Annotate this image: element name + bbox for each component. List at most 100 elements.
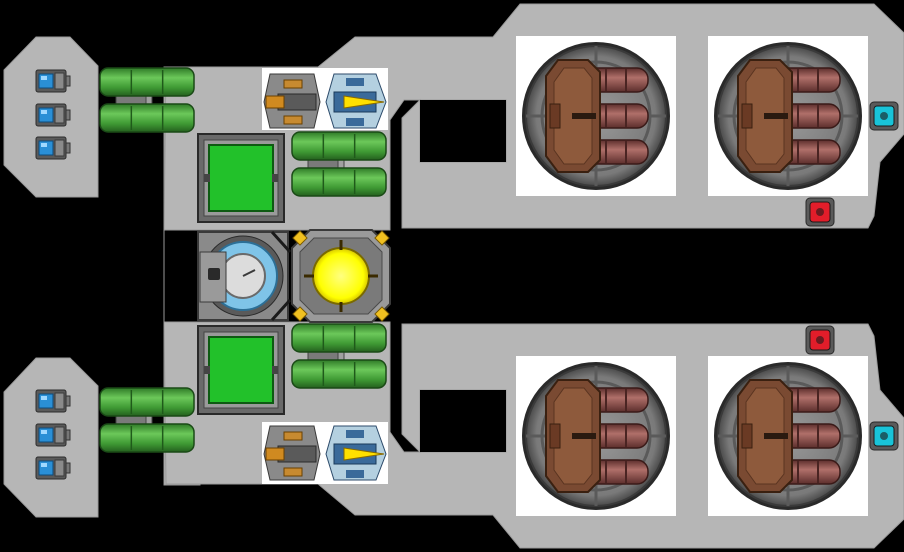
battery-icon[interactable] xyxy=(35,423,71,447)
tank-body xyxy=(99,67,195,97)
battery-highlight xyxy=(41,76,47,80)
reactor-group xyxy=(291,229,391,323)
engine-flame xyxy=(343,447,385,461)
thruster-icon[interactable] xyxy=(263,425,321,481)
engine-vent xyxy=(346,470,364,478)
battery-highlight xyxy=(41,143,47,147)
shield-strut xyxy=(270,230,292,254)
computer-group xyxy=(197,133,285,415)
shield-generator-icon[interactable] xyxy=(197,230,292,322)
hardpoint-socket xyxy=(816,336,824,344)
fuel-tank-icon[interactable] xyxy=(291,167,387,197)
fuel-tank-icon[interactable] xyxy=(291,323,387,353)
shield-strut xyxy=(270,298,292,322)
fuel-tank-icon[interactable] xyxy=(99,423,195,453)
thruster-nozzle xyxy=(265,95,285,109)
fuel-tank-icon[interactable] xyxy=(99,387,195,417)
computer-screen xyxy=(208,336,274,404)
reactor-bolt xyxy=(374,306,390,322)
tank-body xyxy=(99,423,195,453)
thruster-icon[interactable] xyxy=(263,73,321,129)
hull-gap-mid xyxy=(402,230,904,322)
hardpoint-group xyxy=(805,101,899,451)
turret-mount xyxy=(549,103,561,129)
triple-cannon-turret-icon[interactable] xyxy=(522,42,670,190)
computer-clip xyxy=(204,174,210,182)
triple-cannon-turret-icon[interactable] xyxy=(714,42,862,190)
fuel-tank-icon[interactable] xyxy=(99,103,195,133)
fuel-tank-icon[interactable] xyxy=(291,359,387,389)
reactor-bolt xyxy=(374,230,390,246)
engine-vent xyxy=(346,118,364,126)
turret-slot xyxy=(572,433,596,439)
tank-body xyxy=(99,387,195,417)
computer-clip xyxy=(272,174,278,182)
reactor-bolt xyxy=(292,306,308,322)
hardpoint-icon[interactable] xyxy=(805,197,835,227)
computer-screen xyxy=(208,144,274,212)
fuel-tank-group xyxy=(99,67,387,453)
engine-group xyxy=(263,73,387,481)
triple-cannon-turret-icon[interactable] xyxy=(714,362,862,510)
engine-vent xyxy=(346,78,364,86)
shield-port xyxy=(208,268,220,280)
reactor-core-icon[interactable] xyxy=(291,229,391,323)
triple-cannon-turret-icon[interactable] xyxy=(522,362,670,510)
hardpoint-icon[interactable] xyxy=(869,421,899,451)
hull-gap-bottom xyxy=(420,390,506,452)
turret-slot xyxy=(572,113,596,119)
fuel-tank-icon[interactable] xyxy=(99,67,195,97)
thruster-valve xyxy=(283,115,303,125)
engine-nozzle-icon[interactable] xyxy=(325,73,387,129)
tank-body xyxy=(99,103,195,133)
battery-highlight xyxy=(41,110,47,114)
engine-vent xyxy=(346,430,364,438)
shield-generator-group xyxy=(197,230,292,322)
engine-nozzle-icon[interactable] xyxy=(325,425,387,481)
tank-body xyxy=(291,323,387,353)
battery-icon[interactable] xyxy=(35,389,71,413)
reactor-bolt xyxy=(292,230,308,246)
tank-body xyxy=(291,359,387,389)
turret-mount xyxy=(741,103,753,129)
battery-terminal xyxy=(54,139,65,157)
hardpoint-socket xyxy=(816,208,824,216)
battery-highlight xyxy=(41,430,47,434)
turret-slot xyxy=(764,433,788,439)
hardpoint-socket xyxy=(880,432,888,440)
battery-terminal xyxy=(54,72,65,90)
computer-clip xyxy=(272,366,278,374)
computer-screen-icon[interactable] xyxy=(197,133,285,223)
battery-highlight xyxy=(41,396,47,400)
battery-icon[interactable] xyxy=(35,103,71,127)
engine-flame xyxy=(343,95,385,109)
hardpoint-socket xyxy=(880,112,888,120)
hardpoint-icon[interactable] xyxy=(869,101,899,131)
computer-screen-icon[interactable] xyxy=(197,325,285,415)
hardpoint-icon[interactable] xyxy=(805,325,835,355)
hull-gap-top xyxy=(420,100,506,162)
battery-contact xyxy=(65,429,71,441)
battery-icon[interactable] xyxy=(35,136,71,160)
battery-terminal xyxy=(54,106,65,124)
tank-body xyxy=(291,167,387,197)
tank-body xyxy=(291,131,387,161)
battery-icon[interactable] xyxy=(35,69,71,93)
battery-icon[interactable] xyxy=(35,456,71,480)
thruster-valve xyxy=(283,79,303,89)
fuel-tank-icon[interactable] xyxy=(291,131,387,161)
battery-terminal xyxy=(54,392,65,410)
battery-contact xyxy=(65,75,71,87)
turret-mount xyxy=(549,423,561,449)
turret-slot xyxy=(764,113,788,119)
turret-group xyxy=(522,42,862,510)
battery-contact xyxy=(65,395,71,407)
shield-needle xyxy=(242,269,256,277)
battery-contact xyxy=(65,109,71,121)
battery-terminal xyxy=(54,459,65,477)
battery-highlight xyxy=(41,463,47,467)
turret-mount xyxy=(741,423,753,449)
battery-contact xyxy=(65,142,71,154)
